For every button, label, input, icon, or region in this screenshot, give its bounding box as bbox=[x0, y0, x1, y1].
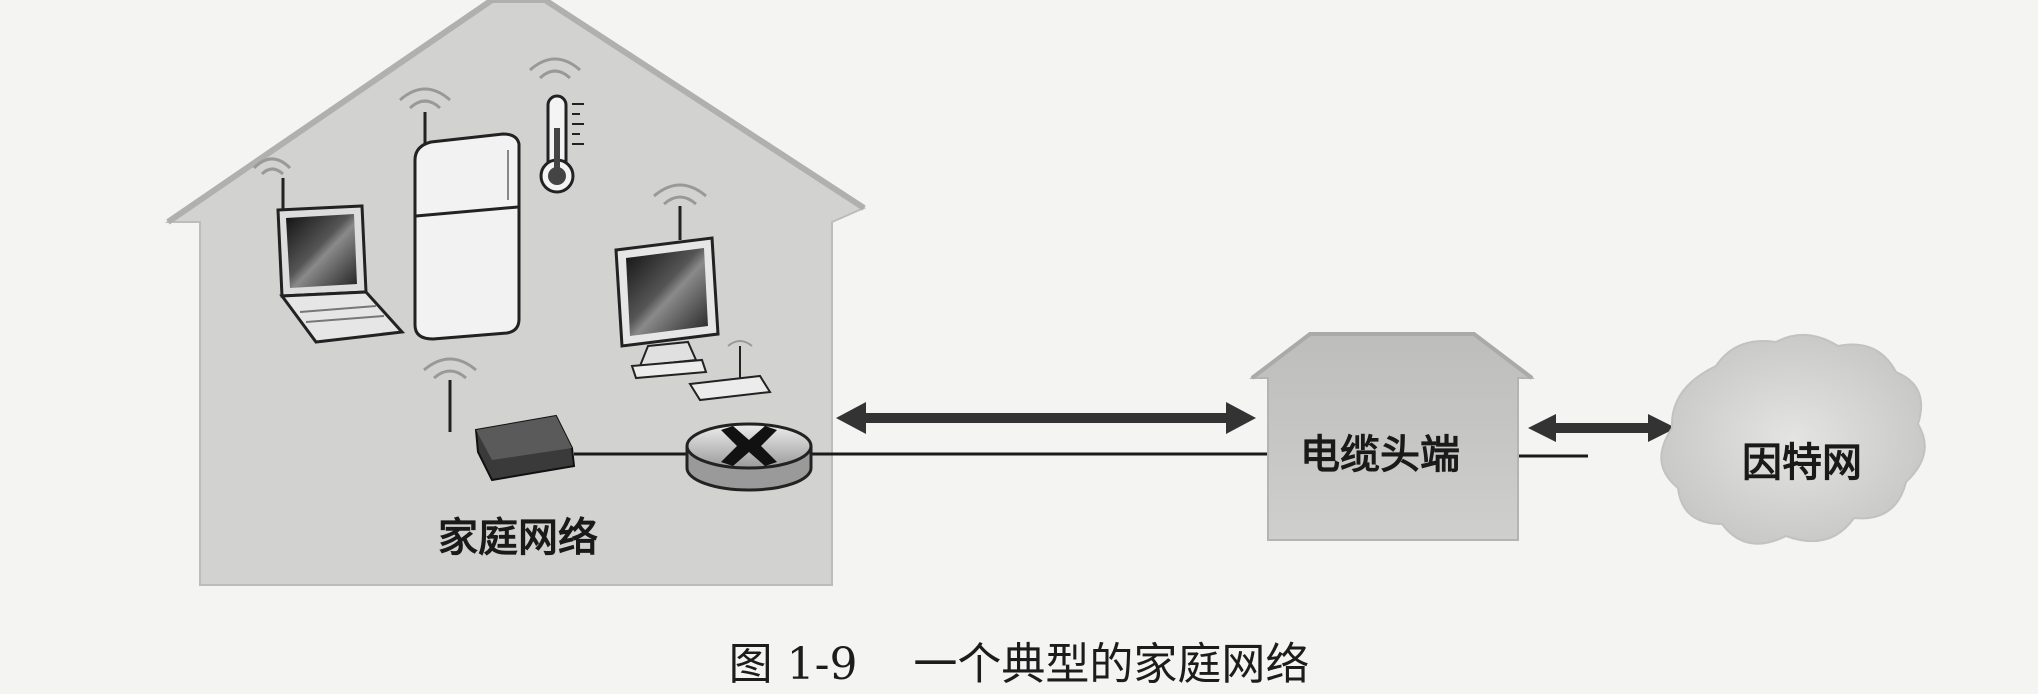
laptop-icon bbox=[252, 157, 406, 344]
figure-caption-number: 图 1-9 bbox=[728, 639, 858, 690]
home-network-label: 家庭网络 bbox=[438, 515, 598, 561]
bidirectional-arrow-headend-internet bbox=[1528, 414, 1676, 442]
internet-cloud bbox=[1660, 333, 1926, 545]
internet-label: 因特网 bbox=[1742, 440, 1862, 486]
thermometer-icon bbox=[529, 57, 584, 194]
refrigerator-icon bbox=[399, 87, 521, 341]
router-icon bbox=[685, 422, 813, 492]
wireless-access-point-icon bbox=[423, 357, 576, 482]
cable-headend-building bbox=[1249, 332, 1535, 541]
cable-headend-label: 电缆头端 bbox=[1300, 432, 1460, 478]
desktop-computer-icon bbox=[614, 183, 772, 402]
figure-caption-text: 一个典型的家庭网络 bbox=[913, 639, 1310, 690]
bidirectional-arrow-home-headend bbox=[836, 402, 1256, 434]
figure-caption: 图 1-9 一个典型的家庭网络 bbox=[0, 628, 2038, 692]
